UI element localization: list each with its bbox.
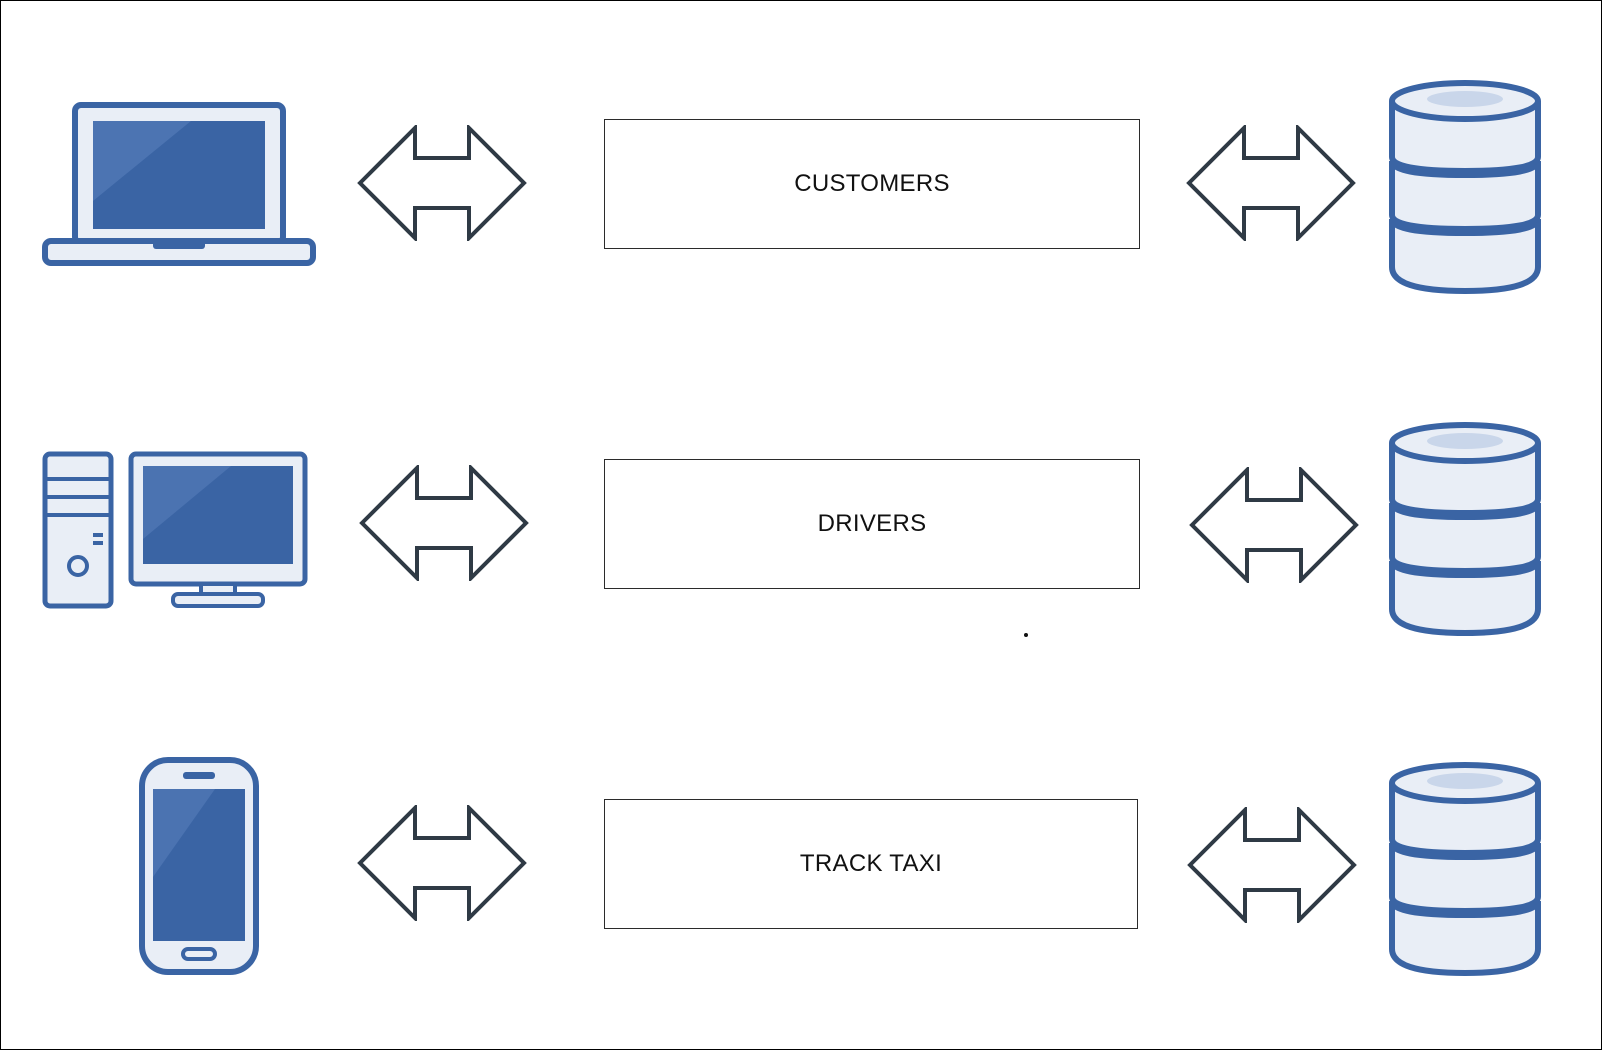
service-box-customers: CUSTOMERS xyxy=(604,119,1140,249)
service-label: CUSTOMERS xyxy=(794,170,950,197)
bidirectional-arrow-icon xyxy=(357,805,527,921)
bidirectional-arrow-icon xyxy=(357,125,527,241)
laptop-icon xyxy=(41,101,317,269)
row-customers: CUSTOMERS xyxy=(1,1,1601,295)
service-box-track-taxi: TRACK TAXI xyxy=(604,799,1138,929)
database-icon xyxy=(1386,77,1544,297)
service-label: TRACK TAXI xyxy=(799,850,943,877)
bidirectional-arrow-icon xyxy=(1189,467,1359,583)
service-label: DRIVERS xyxy=(817,510,927,537)
desktop-computer-icon xyxy=(41,451,309,611)
row-track-taxi: TRACK TAXI xyxy=(1,1,1601,977)
smartphone-icon xyxy=(137,755,261,977)
bidirectional-arrow-icon xyxy=(1186,125,1356,241)
service-box-drivers: DRIVERS xyxy=(604,459,1140,589)
bidirectional-arrow-icon xyxy=(359,465,529,581)
stray-dot xyxy=(1024,633,1028,637)
database-icon xyxy=(1386,419,1544,639)
database-icon xyxy=(1386,759,1544,979)
bidirectional-arrow-icon xyxy=(1187,807,1357,923)
row-drivers: DRIVERS xyxy=(1,1,1601,637)
